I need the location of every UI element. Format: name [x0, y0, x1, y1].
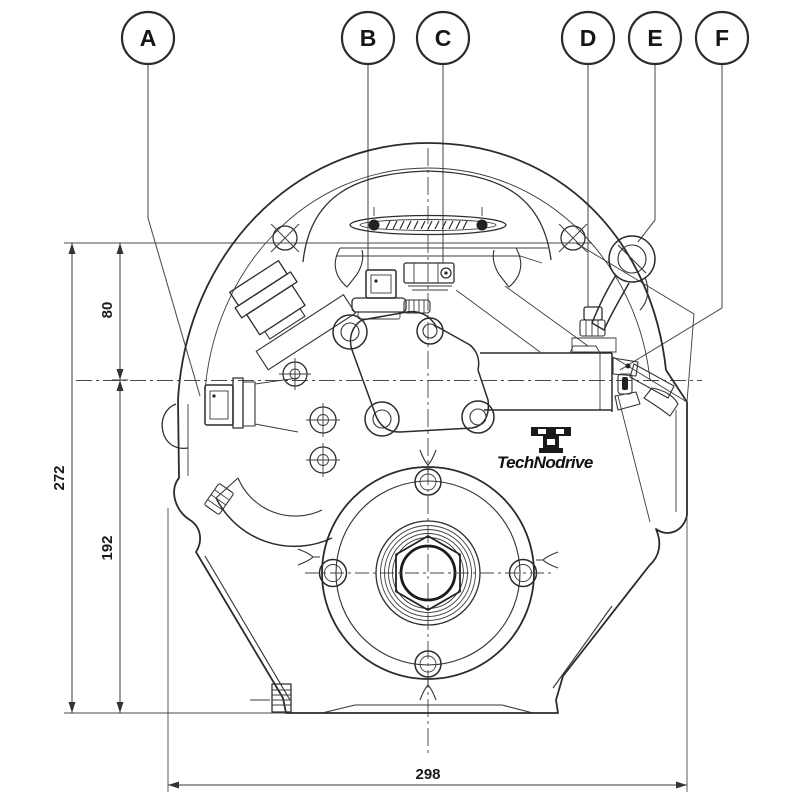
callout-leaders	[147, 64, 723, 397]
dim-80-label: 80	[99, 302, 116, 319]
callout-b-bubble	[340, 10, 396, 66]
brand-logo-text: TechNodrive	[497, 453, 593, 472]
leader-line-f	[619, 64, 723, 371]
dimension-lines: 272 80 192 298	[51, 242, 702, 792]
dim-298-label: 298	[415, 766, 440, 783]
arrow	[68, 702, 76, 713]
top-slot-hatch	[385, 220, 468, 230]
crosshair-bosses	[279, 358, 340, 477]
suction-elbow-joint	[215, 477, 239, 499]
pump-cover-outline	[349, 310, 490, 433]
top-face-marker-left	[270, 223, 300, 253]
cover-clamp-left	[334, 247, 364, 288]
surface-mark-left	[297, 548, 320, 566]
slot-screw-ticks	[373, 207, 483, 216]
callout-bubbles	[120, 10, 750, 66]
callout-d-label: D	[580, 25, 597, 51]
bell-housing-inner-arc	[204, 167, 651, 393]
left-inner-diagonal	[204, 555, 291, 701]
pump-bolts	[332, 314, 495, 437]
leader-line-e	[637, 64, 656, 243]
suction-elbow-outer	[215, 497, 333, 548]
bell-face-accents	[455, 285, 589, 353]
dim-192-label: 192	[99, 535, 116, 560]
callout-e-bubble	[627, 10, 683, 66]
arrow	[116, 380, 124, 391]
fitting-d-valve	[571, 306, 617, 353]
suction-elbow-inner	[237, 477, 323, 517]
machine-drawing: TechNodrive	[161, 142, 695, 756]
coupling-hex-nut	[395, 534, 461, 612]
dipstick-ring-pull	[591, 235, 656, 331]
output-band-housing	[480, 345, 613, 412]
callout-f-bubble	[694, 10, 750, 66]
angled-filter-assembly	[229, 259, 356, 371]
base-step	[321, 704, 534, 714]
dim-272-label: 272	[51, 465, 68, 490]
housing-outline	[173, 142, 688, 714]
brand-emblem	[531, 427, 571, 453]
callout-a-label: A	[140, 25, 157, 51]
top-slot-inner	[359, 219, 497, 231]
callout-c-bubble	[415, 10, 471, 66]
top-face-marker-right	[558, 223, 588, 253]
callout-b-label: B	[360, 25, 377, 51]
leader-line-a	[147, 64, 201, 397]
right-panel-lines	[575, 242, 695, 523]
arrow	[68, 243, 76, 254]
shift-bracket-f	[612, 357, 679, 417]
slot-end-screw-right	[476, 219, 488, 231]
fitting-b-bolt	[351, 269, 407, 320]
callout-a-bubble	[120, 10, 176, 66]
right-inner-diagonal	[552, 605, 613, 689]
top-slot-outer	[349, 214, 507, 236]
cover-clamp-right	[492, 247, 522, 288]
arrow	[116, 702, 124, 713]
surface-mark-bottom	[419, 678, 437, 701]
top-cover-arch	[302, 170, 552, 263]
arrow	[676, 781, 687, 789]
surface-mark-top	[419, 449, 437, 472]
ribbed-plug-center	[403, 299, 431, 314]
elbow-ribbed-plug	[204, 483, 234, 515]
callout-letters: A B C D E F	[140, 25, 729, 51]
callout-e-label: E	[647, 25, 662, 51]
fitting-c-block	[403, 262, 455, 291]
arrow	[116, 243, 124, 254]
drain-plug-a	[161, 377, 299, 450]
slot-end-screw-left	[368, 219, 380, 231]
callout-d-bubble	[560, 10, 616, 66]
callout-f-label: F	[715, 25, 729, 51]
surface-mark-right	[536, 551, 559, 569]
arrow	[116, 369, 124, 380]
output-flange	[297, 449, 559, 701]
arrow	[168, 781, 179, 789]
base-ribbed-plug	[250, 683, 292, 713]
callout-c-label: C	[435, 25, 452, 51]
